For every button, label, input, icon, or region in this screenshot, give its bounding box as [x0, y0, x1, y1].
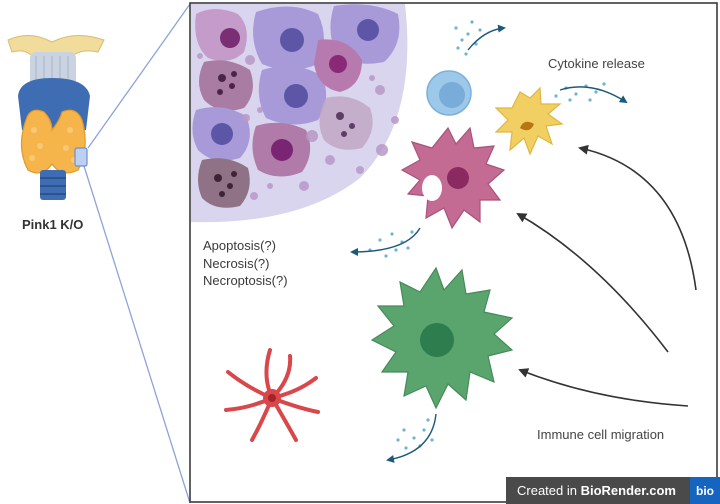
- thyroid-organ-icon: [7, 35, 105, 200]
- cytokine-particles-icon: [350, 20, 628, 463]
- cell-death-labels: Apoptosis(?) Necrosis(?) Necroptosis(?): [203, 237, 288, 290]
- dying-cells-cluster: [191, 4, 408, 223]
- macrophage-green-icon: [370, 266, 514, 410]
- biorender-logo-icon: bio: [690, 477, 720, 504]
- watermark-text: Created in BioRender.com: [506, 483, 676, 498]
- cytokine-release-label: Cytokine release: [548, 56, 645, 71]
- necroptosis-label: Necroptosis(?): [203, 273, 288, 288]
- watermark-brand: BioRender.com: [580, 483, 676, 498]
- immune-migration-label: Immune cell migration: [537, 427, 665, 442]
- pink1-ko-label: Pink1 K/O: [22, 217, 84, 232]
- migration-arrow-icon: [516, 144, 697, 407]
- dendritic-cell-icon: [494, 86, 564, 156]
- microglia-red-icon: [224, 348, 320, 442]
- lymphocyte-icon: [426, 70, 472, 116]
- biorender-watermark[interactable]: Created in BioRender.com bio: [506, 477, 720, 504]
- watermark-prefix: Created in: [517, 483, 581, 498]
- macrophage-icon: [400, 126, 506, 230]
- zoom-lines: [83, 3, 191, 504]
- apoptosis-label: Apoptosis(?): [203, 238, 276, 253]
- necrosis-label: Necrosis(?): [203, 255, 270, 271]
